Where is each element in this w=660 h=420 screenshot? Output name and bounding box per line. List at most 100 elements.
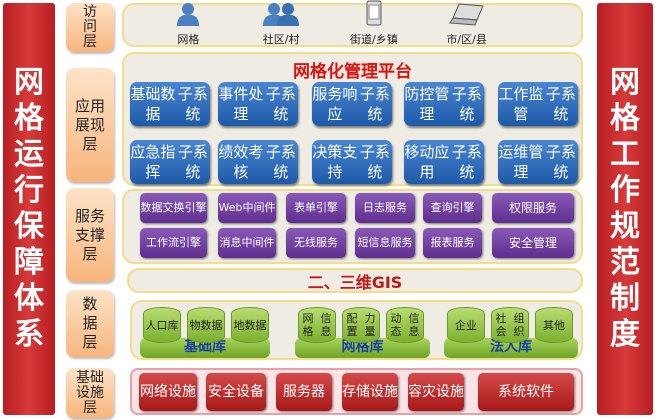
- label-line: 子系统: [177, 85, 208, 123]
- left-banner-operation-assurance: 网格运行保障体系: [3, 3, 55, 415]
- service-button[interactable]: 日志服务: [355, 193, 415, 223]
- label-line: 工作: [146, 236, 168, 249]
- label-line: 表单: [294, 201, 316, 214]
- label-line: 组织: [513, 312, 525, 338]
- app-subsystem-button[interactable]: 运维管理子系统: [498, 140, 578, 184]
- database-cylinder[interactable]: 地数据: [231, 307, 269, 343]
- database-cylinder[interactable]: 人口库: [143, 307, 181, 343]
- infra-button[interactable]: 容灾设施: [408, 373, 464, 411]
- access-item[interactable]: 社区/村: [246, 2, 316, 47]
- label-line: 子系统: [265, 85, 296, 123]
- label-line: 存储: [342, 384, 370, 400]
- label-line: 应急指挥: [130, 143, 176, 181]
- infra-button[interactable]: 系统软件: [478, 373, 574, 411]
- service-button[interactable]: 权限服务: [492, 193, 574, 223]
- service-button[interactable]: 短信息服务: [355, 228, 415, 258]
- service-button[interactable]: 安全管理: [492, 228, 574, 258]
- database-name: 基础库: [184, 339, 226, 355]
- database-cylinder[interactable]: 其他: [535, 307, 573, 343]
- right-banner-text: 网格工作规范制度: [610, 65, 640, 352]
- database-cylinder[interactable]: 社会组织: [491, 307, 529, 343]
- label-line: 社会: [495, 312, 507, 338]
- label-line: 权限服务: [508, 201, 557, 215]
- access-item-label: 网格: [177, 33, 200, 46]
- database-cylinder[interactable]: 网格信息: [298, 307, 336, 343]
- layer-label-access: 访问层: [66, 3, 114, 52]
- right-banner-work-standards: 网格工作规范制度: [597, 3, 653, 415]
- label-line: 安全: [208, 384, 236, 400]
- app-subsystem-button[interactable]: 事件处理子系统: [218, 82, 298, 126]
- access-item-label: 市/区/县: [446, 33, 487, 46]
- label-line: 服务器: [283, 384, 325, 400]
- label-line: 容灾: [408, 384, 436, 400]
- service-button[interactable]: 查询引擎: [423, 193, 482, 223]
- label-line: 子系统: [177, 143, 208, 181]
- label-line: 防控管理: [404, 85, 450, 123]
- database-group-0[interactable]: 基础库: [140, 338, 270, 358]
- label-line: 据: [255, 318, 267, 332]
- access-items: 网格 社区/村 街道/乡镇市/区/县: [122, 0, 583, 47]
- label-line: 网络: [140, 384, 168, 400]
- label-line: 服务: [452, 236, 475, 249]
- database-cylinder[interactable]: 动态信息: [386, 307, 424, 343]
- service-button[interactable]: 数据交换引擎: [140, 193, 207, 223]
- app-subsystem-button[interactable]: 绩效考核子系统: [218, 140, 298, 184]
- database-group-2[interactable]: 法人库: [444, 338, 578, 358]
- infra-button[interactable]: 网络设施: [139, 373, 197, 411]
- label-line: 子系统: [545, 143, 576, 181]
- label-line: 网格: [302, 312, 314, 338]
- label-line: 子系统: [359, 143, 390, 181]
- infra-button[interactable]: 安全设备: [206, 373, 266, 411]
- access-item-label: 社区/村: [262, 33, 300, 46]
- label-line: 设施: [370, 384, 398, 400]
- access-item[interactable]: 街道/乡镇: [339, 0, 409, 47]
- label-line: 事件处理: [218, 85, 264, 123]
- app-subsystem-button[interactable]: 基础数据子系统: [130, 82, 210, 126]
- service-button[interactable]: 消息中间件: [218, 228, 276, 258]
- service-button[interactable]: 无线服务: [286, 228, 346, 258]
- label-line: 日志: [363, 201, 385, 214]
- label-line: 人口: [145, 318, 168, 332]
- label-line: 服务: [316, 236, 338, 249]
- layer-label-data: 数据层: [66, 290, 114, 357]
- service-button[interactable]: 表单引擎: [286, 193, 346, 223]
- database-cylinder[interactable]: 物数据: [187, 307, 225, 343]
- service-button[interactable]: 报表服务: [423, 228, 482, 258]
- infra-button[interactable]: 存储设施: [342, 373, 398, 411]
- label-line: 服务: [385, 201, 407, 214]
- label-line: 设备: [236, 384, 264, 400]
- label-line: 数据: [140, 201, 163, 214]
- app-subsystem-button[interactable]: 工作监管子系统: [498, 82, 578, 126]
- label-line: 地数: [233, 318, 256, 332]
- label-line: 服务响应: [312, 85, 358, 123]
- label-line: 力量: [364, 312, 376, 338]
- layer-label-text: 数据层: [82, 295, 98, 351]
- label-line: 子系统: [359, 85, 390, 123]
- label-line: 设施: [436, 384, 464, 400]
- database-cylinder[interactable]: 企业: [447, 307, 485, 343]
- label-line: 服务: [390, 236, 413, 249]
- label-line: 中间件: [242, 201, 276, 214]
- layer-label-text: 服务支撑层: [74, 206, 105, 263]
- label-line: 查询: [430, 201, 453, 214]
- label-line: 中间件: [241, 236, 275, 249]
- database-cylinder[interactable]: 配置力量: [342, 307, 380, 343]
- app-subsystem-button[interactable]: 服务响应子系统: [312, 82, 392, 126]
- label-line: 工作监管: [498, 85, 544, 123]
- label-line: 移动应用: [404, 143, 450, 181]
- infra-button[interactable]: 服务器: [276, 373, 332, 411]
- access-item[interactable]: 网格: [153, 2, 223, 47]
- app-subsystem-button[interactable]: 移动应用子系统: [404, 140, 484, 184]
- service-button[interactable]: 工作流引擎: [140, 228, 207, 258]
- label-line: 其他: [543, 318, 565, 332]
- database-group-1[interactable]: 网格库: [295, 338, 430, 358]
- access-item[interactable]: 市/区/县: [432, 2, 502, 47]
- app-subsystem-button[interactable]: 应急指挥子系统: [130, 140, 210, 184]
- app-subsystem-button[interactable]: 防控管理子系统: [404, 82, 484, 126]
- app-subsystem-button[interactable]: 决策支持子系统: [312, 140, 392, 184]
- laptop-icon: [432, 2, 502, 29]
- label-line: 子系统: [265, 143, 296, 181]
- label-line: 系统软件: [498, 384, 554, 400]
- label-line: 库: [167, 318, 179, 332]
